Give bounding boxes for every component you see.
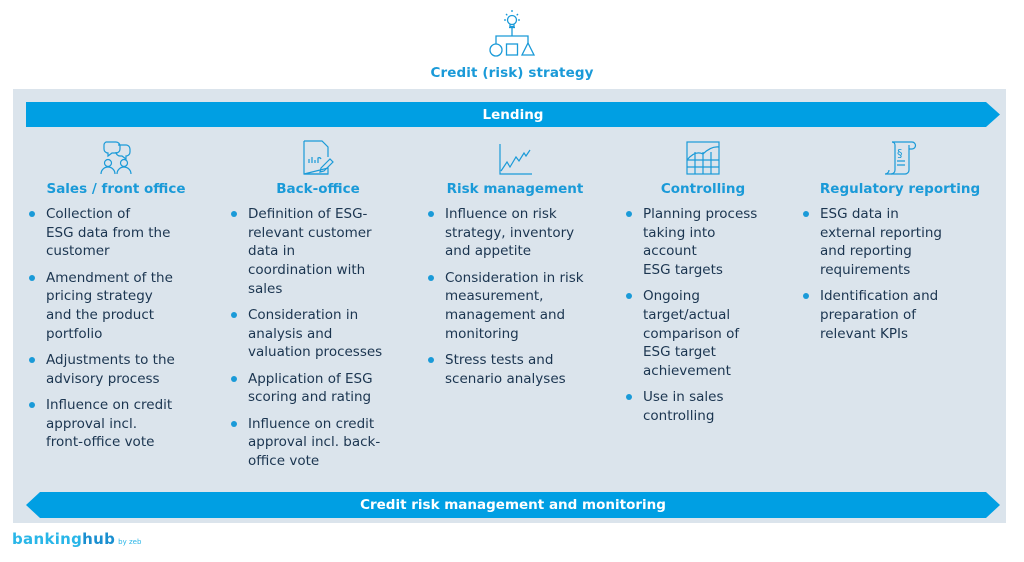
credit-risk-monitoring-arrow: Credit risk management and monitoring: [26, 492, 1000, 518]
content-panel: [13, 89, 1006, 523]
lending-arrow-label: Lending: [482, 106, 544, 123]
column-back-office: Back-office Definition of ESG-relevant c…: [228, 138, 408, 478]
spreadsheet-chart-icon: [686, 141, 720, 175]
column-title: Risk management: [446, 181, 584, 197]
column-title: Regulatory reporting: [819, 181, 981, 197]
paragraph-scroll-icon: §: [884, 141, 917, 175]
strategy-lightbulb-shapes-icon: [489, 10, 536, 57]
credit-risk-arrow-label: Credit risk management and monitoring: [360, 497, 666, 513]
document-chart-pen-icon: [303, 140, 334, 175]
line-chart-icon: [499, 144, 532, 175]
strategy-title: Credit (risk) strategy: [430, 65, 594, 81]
column-title: Sales / front office: [46, 181, 186, 197]
column-title: Controlling: [660, 181, 746, 197]
column-title: Back-office: [276, 181, 360, 197]
chat-people-icon: [100, 141, 132, 175]
svg-text:§: §: [897, 147, 903, 160]
lending-arrow: Lending: [26, 102, 1000, 127]
